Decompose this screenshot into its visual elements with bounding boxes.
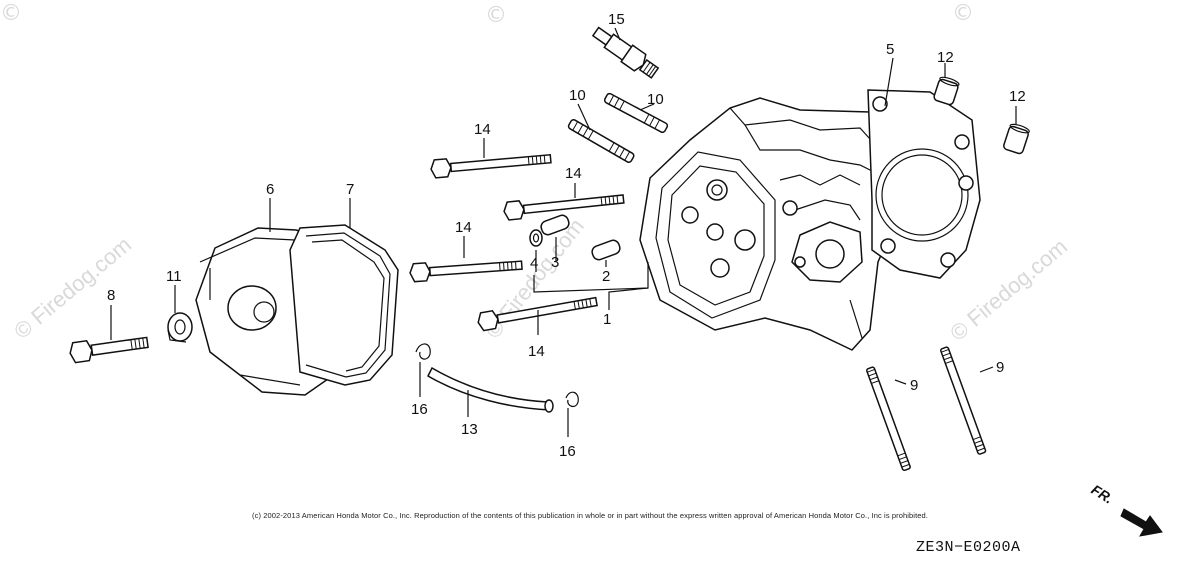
callout-9: 9 [996,359,1004,376]
callout-2: 2 [602,268,610,285]
callout-11: 11 [166,268,182,285]
callout-12: 12 [1009,88,1026,105]
callout-14: 14 [474,121,491,138]
tube-clips [416,344,578,407]
callout-9: 9 [910,377,918,394]
cover-bolt [69,332,149,363]
watermark-symbol: © [485,3,507,28]
callout-12: 12 [937,49,954,66]
callout-14: 14 [565,165,582,182]
dowel-pins [530,214,622,262]
spark-plug [590,23,660,81]
leader-lines [111,28,1016,437]
watermark-text: © Firedog.com [9,232,136,344]
diagram-code: ZE3N−E0200A [916,539,1021,556]
breather-tube [428,368,553,412]
front-arrow-icon [1121,509,1162,536]
callout-4: 4 [530,255,538,272]
callout-14: 14 [455,219,472,236]
callout-10: 10 [647,91,664,108]
callout-6: 6 [266,181,274,198]
dowel-pins-12 [933,76,1030,155]
callout-13: 13 [461,421,478,438]
callout-7: 7 [346,181,354,198]
flange-bolts [409,150,624,331]
callout-5: 5 [886,41,894,58]
cylinder-head-gasket [868,90,980,278]
watermark-symbol: © [952,1,974,26]
sealing-washer [168,313,192,342]
copyright-notice: (c) 2002-2013 American Honda Motor Co., … [252,511,928,520]
stud-bolts [568,93,669,164]
callout-8: 8 [107,287,115,304]
callout-10: 10 [569,87,586,104]
cylinder-head [640,98,905,350]
callout-15: 15 [608,11,625,28]
callout-14: 14 [528,343,545,360]
callout-3: 3 [551,254,559,271]
callout-1: 1 [603,311,611,328]
watermark-symbol: © [0,1,22,26]
callout-16: 16 [411,401,428,418]
long-studs [866,347,986,471]
callout-16: 16 [559,443,576,460]
callouts: 15 5 12 12 10 10 14 14 14 14 7 6 8 11 3 … [107,11,1026,460]
head-cover-gasket [290,225,398,385]
